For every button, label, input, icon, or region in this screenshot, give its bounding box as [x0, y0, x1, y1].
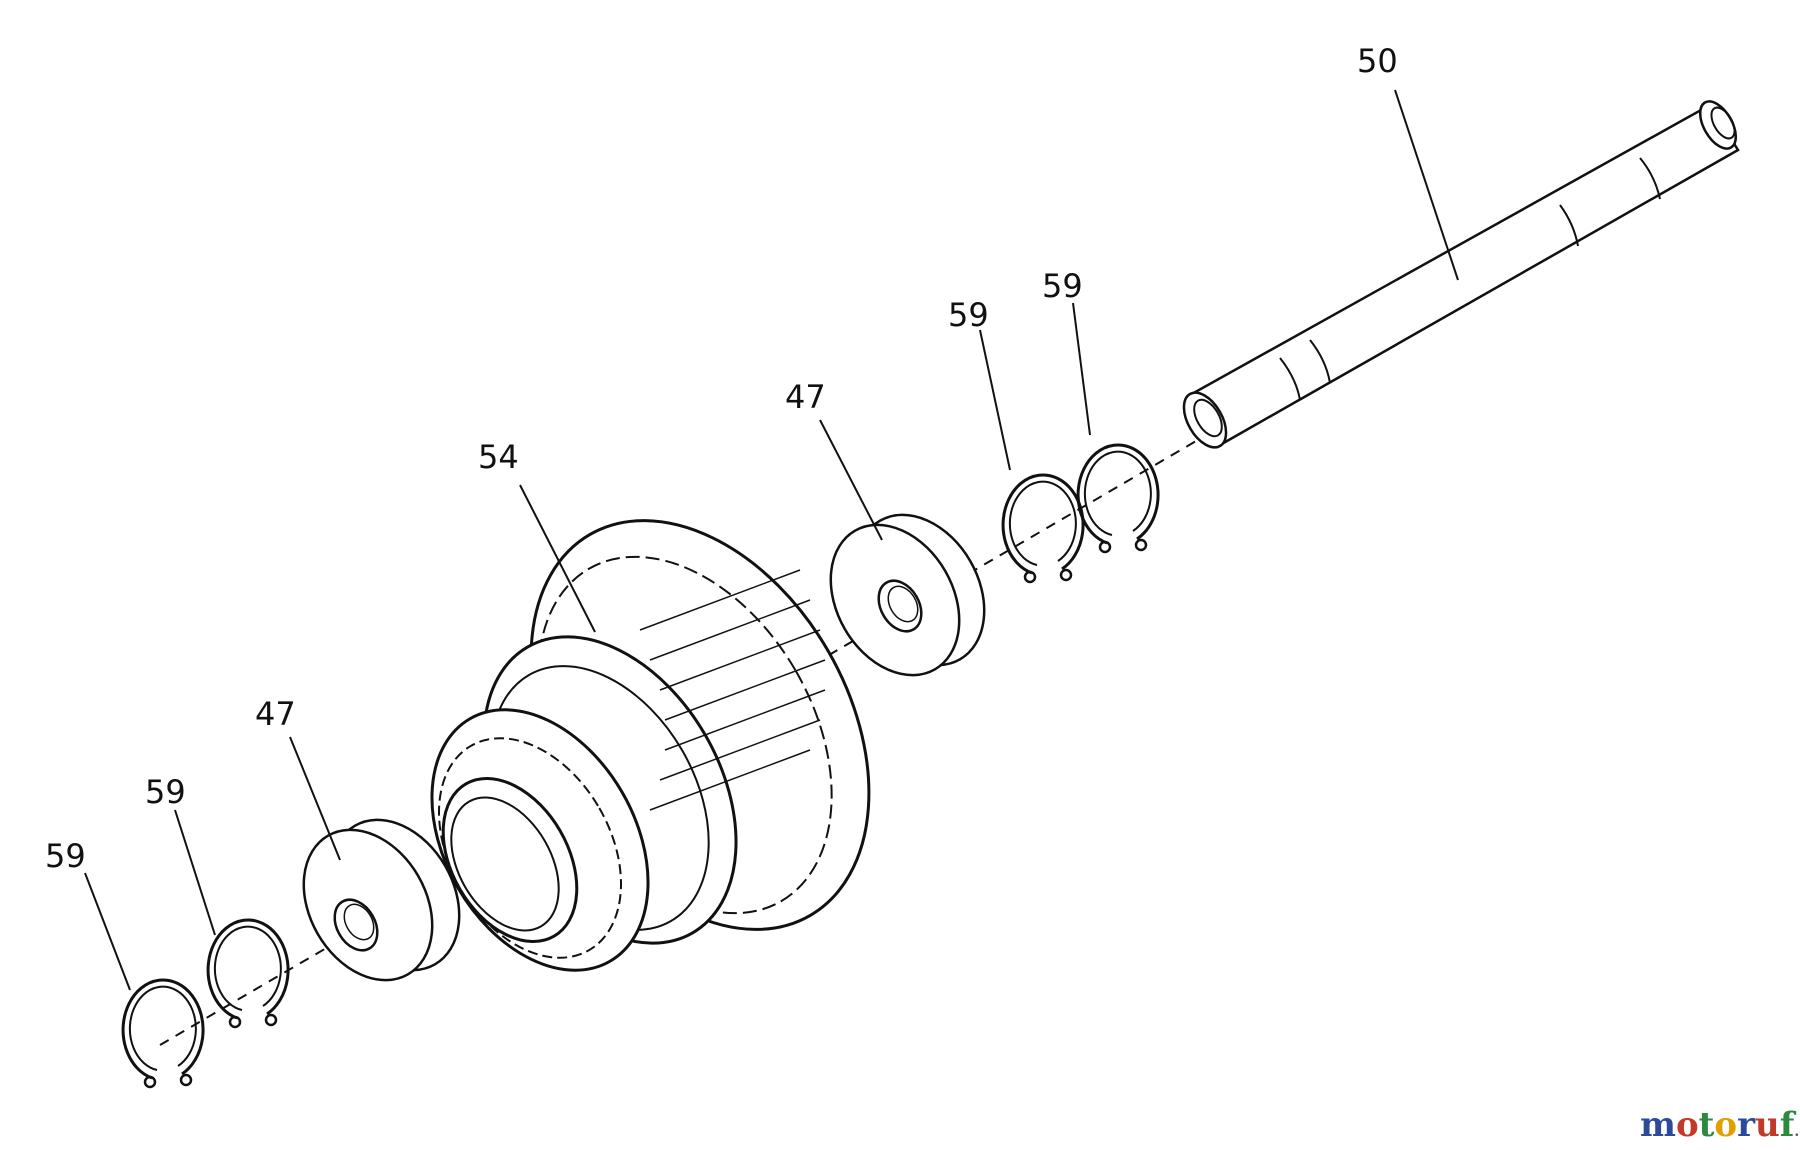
callout-ring-right-1: 59: [948, 296, 989, 334]
callout-shaft: 50: [1357, 42, 1398, 80]
callout-gear: 54: [478, 438, 519, 476]
callout-bearing-left: 47: [255, 695, 296, 733]
wm-o1: o: [1676, 1105, 1699, 1145]
ring-left-1-part: [206, 918, 290, 1029]
ring-right-2-part: [1076, 443, 1160, 554]
bearing-right-part: [829, 513, 986, 677]
callout-ring-left-2: 59: [45, 837, 86, 875]
wm-o2: o: [1714, 1105, 1737, 1145]
wm-t: t: [1699, 1105, 1715, 1145]
wm-f: f: [1780, 1105, 1797, 1145]
wm-m: m: [1640, 1105, 1676, 1145]
leader-lines: [84, 89, 1459, 991]
watermark-logo: motoruf.de: [1640, 1105, 1800, 1145]
ring-right-1-part: [1001, 473, 1085, 584]
callout-bearing-right: 47: [785, 378, 826, 416]
gear-part: [430, 519, 871, 972]
wm-u: u: [1755, 1105, 1780, 1145]
callout-ring-left-1: 59: [145, 773, 186, 811]
wm-r: r: [1737, 1105, 1756, 1145]
ring-left-2-part: [121, 978, 205, 1089]
callout-ring-right-2: 59: [1042, 267, 1083, 305]
shaft-part: [1182, 100, 1740, 449]
bearing-left-part: [302, 818, 461, 982]
watermark-suffix: .de: [1794, 1124, 1800, 1140]
